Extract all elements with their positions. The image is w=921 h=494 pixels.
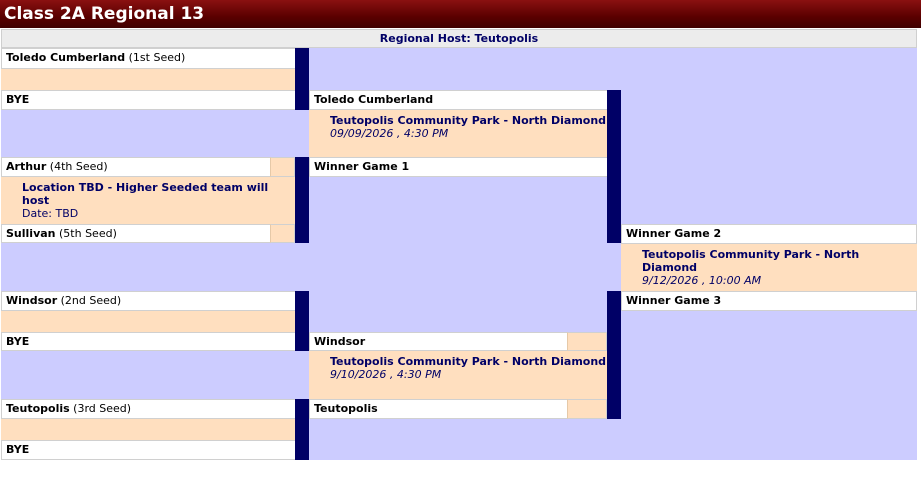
- team-name: Toledo Cumberland: [6, 51, 126, 64]
- game-datetime: Date: TBD: [22, 207, 79, 220]
- team-name: Windsor: [314, 335, 366, 348]
- team-name: Winner Game 2: [626, 227, 722, 240]
- team-seed: (4th Seed): [49, 160, 108, 173]
- round3-team-winner-game-2[interactable]: Winner Game 2: [621, 224, 917, 244]
- round1-team-windsor[interactable]: Windsor (2nd Seed): [1, 291, 295, 311]
- page-title: Class 2A Regional 13: [0, 0, 921, 28]
- team-name: Winner Game 1: [314, 160, 410, 173]
- game-datetime: 9/10/2026 , 4:30 PM: [330, 368, 442, 381]
- round1-team-arthur[interactable]: Arthur (4th Seed): [1, 157, 270, 177]
- team-name: Arthur: [6, 160, 47, 173]
- game-datetime: 09/09/2026 , 4:30 PM: [330, 127, 449, 140]
- round1-game-spacer: [1, 69, 295, 90]
- team-name: BYE: [6, 443, 30, 456]
- round1-game-arthur-sullivan[interactable]: Location TBD - Higher Seeded team will h…: [1, 177, 295, 224]
- round1-team-bye[interactable]: BYE: [1, 90, 295, 110]
- game-location[interactable]: Teutopolis Community Park - North Diamon…: [330, 355, 607, 368]
- bracket-connector: [607, 291, 621, 419]
- game-datetime: 9/12/2026 , 10:00 AM: [642, 274, 762, 287]
- round2-team-toledo-cumberland[interactable]: Toledo Cumberland: [309, 90, 607, 110]
- team-seed: (1st Seed): [128, 51, 186, 64]
- team-seed: (5th Seed): [59, 227, 117, 240]
- team-name: Windsor: [6, 294, 58, 307]
- team-name: Winner Game 3: [626, 294, 722, 307]
- bracket-connector: [295, 291, 309, 351]
- team-name: Sullivan: [6, 227, 56, 240]
- round1-game-spacer: [1, 311, 295, 332]
- round3-team-winner-game-3[interactable]: Winner Game 3: [621, 291, 917, 311]
- round1-team-bye[interactable]: BYE: [1, 332, 295, 351]
- round1-team-toledo-cumberland[interactable]: Toledo Cumberland (1st Seed): [1, 48, 295, 69]
- bracket-connector: [295, 48, 309, 110]
- score-box: [270, 224, 295, 243]
- game-location[interactable]: Teutopolis Community Park - North Diamon…: [330, 114, 607, 127]
- team-name: Teutopolis: [6, 402, 70, 415]
- regional-host: Regional Host: Teutopolis: [1, 29, 917, 48]
- team-seed: (3rd Seed): [73, 402, 132, 415]
- round2-game-1[interactable]: Teutopolis Community Park - North Diamon…: [309, 110, 607, 157]
- round1-game-spacer: [1, 419, 295, 440]
- round2-team-winner-game-1[interactable]: Winner Game 1: [309, 157, 607, 177]
- team-seed: (2nd Seed): [60, 294, 122, 307]
- team-name: Toledo Cumberland: [314, 93, 434, 106]
- round2-team-teutopolis[interactable]: Teutopolis: [309, 399, 567, 419]
- team-name: BYE: [6, 93, 30, 106]
- round2-team-windsor[interactable]: Windsor: [309, 332, 567, 351]
- round1-team-teutopolis[interactable]: Teutopolis (3rd Seed): [1, 399, 295, 419]
- game-location[interactable]: Location TBD - Higher Seeded team will h…: [22, 181, 269, 207]
- score-box: [270, 157, 295, 177]
- score-box: [567, 399, 607, 419]
- bracket-connector: [295, 399, 309, 460]
- round1-team-bye[interactable]: BYE: [1, 440, 295, 460]
- score-box: [567, 332, 607, 351]
- round1-team-sullivan[interactable]: Sullivan (5th Seed): [1, 224, 270, 243]
- bracket-connector: [607, 90, 621, 243]
- team-name: BYE: [6, 335, 30, 348]
- round3-final-game[interactable]: Teutopolis Community Park - North Diamon…: [621, 244, 917, 291]
- game-location[interactable]: Teutopolis Community Park - North Diamon…: [642, 248, 860, 274]
- bracket-connector: [295, 157, 309, 243]
- round2-game-2[interactable]: Teutopolis Community Park - North Diamon…: [309, 351, 607, 399]
- team-name: Teutopolis: [314, 402, 378, 415]
